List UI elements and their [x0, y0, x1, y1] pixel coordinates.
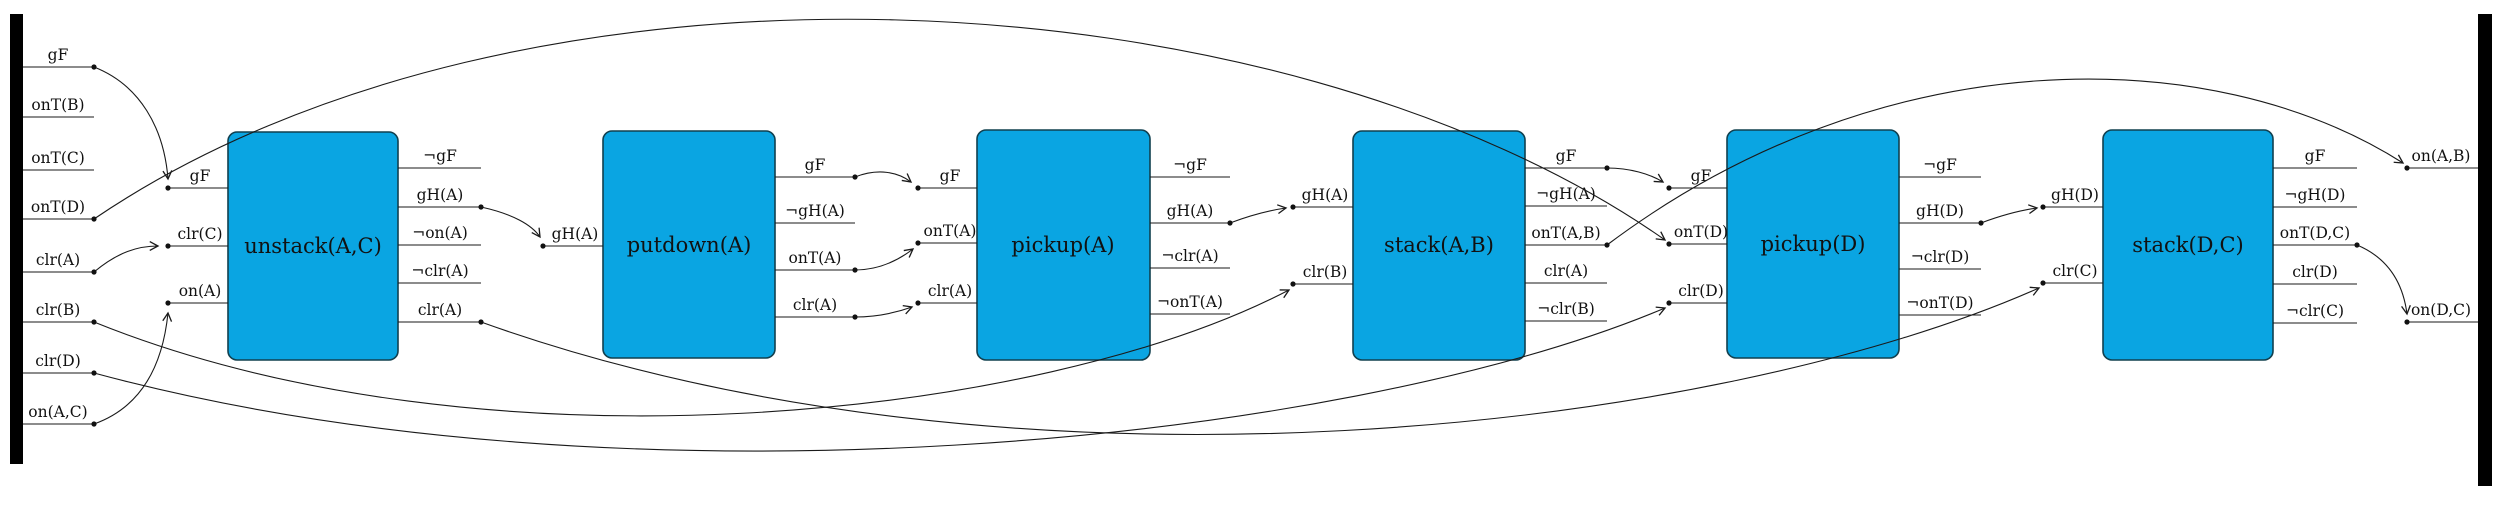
action-unstack-AC: unstack(A,C) gF clr(C) on(A) ¬gF gH(A) ¬…: [168, 131, 481, 361]
input-label: onT(D): [1674, 223, 1728, 241]
link-onTDC-to-final-onDC: [2356, 244, 2411, 316]
action-title: putdown(A): [627, 233, 752, 257]
output-label: ¬clr(B): [1537, 300, 1595, 318]
initial-fact-label: onT(B): [31, 96, 84, 114]
output-label: ¬gH(A): [1536, 185, 1596, 203]
action-pickup-A: pickup(A) gF onT(A) clr(A) ¬gF gH(A) ¬cl…: [918, 129, 1230, 361]
initial-fact-label: onT(C): [31, 149, 85, 167]
action-putdown-A: putdown(A) gH(A) gF ¬gH(A) onT(A) clr(A): [543, 130, 855, 359]
initial-fact-label: clr(B): [36, 301, 81, 319]
output-label: gF: [1556, 147, 1577, 165]
input-label: gH(A): [1302, 186, 1349, 204]
input-label: clr(D): [1678, 282, 1724, 300]
output-label: ¬clr(A): [411, 262, 468, 280]
input-label: clr(C): [177, 225, 222, 243]
input-label: onT(A): [924, 222, 977, 240]
final-state-facts: on(A,B) on(D,C): [2407, 147, 2478, 323]
initial-state-facts: gF onT(B) onT(C) onT(D) clr(A) clr(B) cl…: [23, 46, 94, 425]
link-onTAB-to-final-onAB: [1606, 78, 2405, 246]
output-label: gH(A): [417, 186, 464, 204]
action-box: [976, 129, 1151, 361]
output-label: ¬onT(D): [1906, 294, 1973, 312]
final-fact-label: on(A,B): [2412, 147, 2471, 165]
output-label: ¬clr(D): [1911, 248, 1970, 266]
initial-fact-label: clr(D): [35, 352, 81, 370]
initial-fact-label: onT(D): [31, 198, 85, 216]
link-gHD-pickupD-to-stackDC: [1980, 204, 2039, 224]
action-title: pickup(A): [1011, 233, 1114, 257]
output-label: onT(D,C): [2280, 224, 2350, 242]
output-label: onT(A,B): [1531, 224, 1600, 242]
link-onTD-to-pickupD: [93, 18, 1667, 241]
input-label: gF: [1691, 167, 1712, 185]
initial-fact-label: clr(A): [36, 251, 80, 269]
input-label: gF: [940, 167, 961, 185]
final-state-bar: [2478, 14, 2492, 486]
link-gF-stackAB-to-pickupD: [1606, 167, 1665, 183]
input-label: on(A): [179, 282, 222, 300]
output-label: gH(D): [1916, 202, 1964, 220]
action-title: pickup(D): [1761, 232, 1866, 256]
link-clrA-to-unstack-clrC: [93, 241, 160, 273]
link-clrD-to-pickupD: [93, 306, 1667, 452]
output-label: ¬gH(D): [2285, 186, 2346, 204]
initial-state-bar: [10, 14, 23, 464]
output-label: gH(A): [1167, 202, 1214, 220]
link-gHA-pickupA-to-stackAB: [1229, 204, 1288, 224]
action-pickup-D: pickup(D) gF onT(D) clr(D) ¬gF gH(D) ¬cl…: [1669, 129, 1981, 359]
output-label: ¬clr(A): [1161, 247, 1218, 265]
connection-dots: [91, 64, 2410, 427]
action-title: stack(D,C): [2132, 233, 2243, 257]
output-label: ¬gF: [423, 147, 457, 165]
link-gHA-to-putdown: [480, 206, 541, 239]
action-stack-DC: stack(D,C) gH(D) clr(C) gF ¬gH(D) onT(D,…: [2043, 129, 2357, 361]
output-label: gF: [805, 156, 826, 174]
input-label: gF: [190, 167, 211, 185]
output-label: clr(D): [2292, 263, 2338, 281]
input-label: gH(A): [552, 225, 599, 243]
output-label: ¬gF: [1923, 156, 1957, 174]
output-label: ¬gH(A): [785, 202, 845, 220]
action-stack-AB: stack(A,B) gH(A) clr(B) gF ¬gH(A) onT(A,…: [1293, 130, 1607, 361]
output-label: onT(A): [789, 249, 842, 267]
initial-fact-label: gF: [48, 46, 69, 64]
output-label: clr(A): [418, 301, 462, 319]
final-fact-label: on(D,C): [2411, 301, 2471, 319]
output-label: ¬onT(A): [1157, 293, 1223, 311]
action-box: [602, 130, 776, 359]
link-unstack-clrA-to-stackDC-clrC: [480, 286, 2041, 435]
causal-links: [93, 18, 2411, 452]
action-title: stack(A,B): [1384, 233, 1494, 257]
output-label: ¬clr(C): [2286, 302, 2344, 320]
input-label: gH(D): [2051, 186, 2099, 204]
link-onTA-putdown-to-pickupA: [854, 248, 915, 271]
link-clrB-to-stackAB: [93, 289, 1291, 417]
input-label: clr(C): [2052, 262, 2097, 280]
link-gF-putdown-to-pickupA: [854, 171, 913, 183]
action-title: unstack(A,C): [244, 234, 382, 258]
output-label: clr(A): [793, 296, 837, 314]
output-label: ¬on(A): [412, 224, 468, 242]
link-gF-to-unstack: [93, 66, 173, 181]
output-label: ¬gF: [1173, 156, 1207, 174]
link-onAC-to-unstack-onA: [93, 311, 173, 425]
input-label: clr(A): [928, 282, 972, 300]
output-label: gF: [2305, 147, 2326, 165]
link-clrA-putdown-to-pickupA: [854, 304, 914, 318]
output-label: clr(A): [1544, 262, 1588, 280]
initial-fact-label: on(A,C): [28, 403, 87, 421]
input-label: clr(B): [1303, 263, 1348, 281]
